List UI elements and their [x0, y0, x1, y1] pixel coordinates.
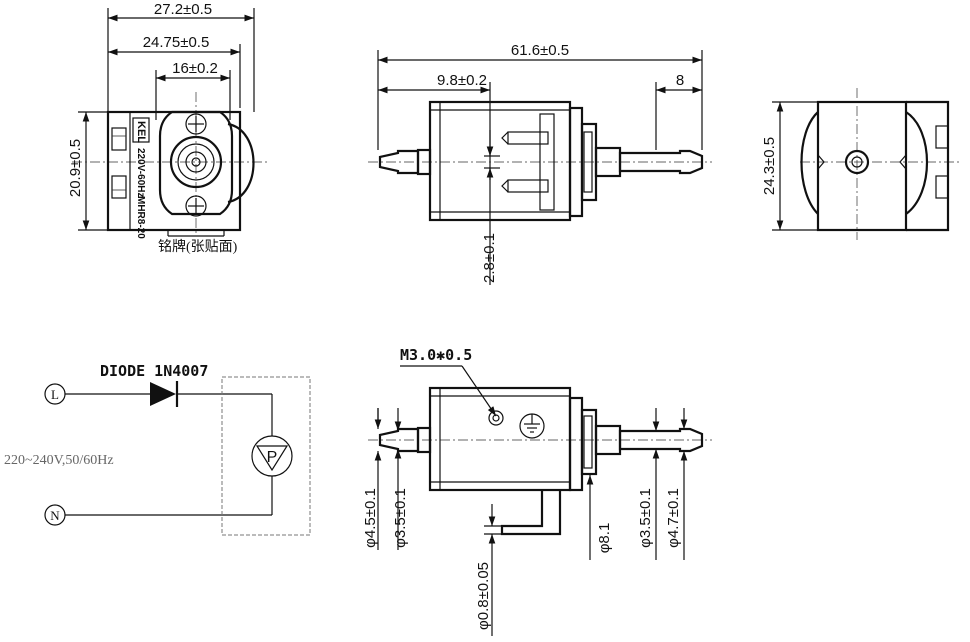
- terminal-l-label: L: [51, 387, 59, 402]
- dim-outlet-outer: φ4.7±0.1: [665, 488, 682, 548]
- dim-hole-spacing: 16±0.2: [172, 60, 218, 77]
- dim-pin: φ0.8±0.05: [475, 562, 492, 630]
- dim-height-left: 20.9±0.5: [67, 139, 84, 197]
- side-view: 61.6±0.5 9.8±0.2 8 2.8±0.1: [368, 42, 712, 285]
- dim-total-length: 61.6±0.5: [511, 42, 569, 59]
- terminal-n-label: N: [50, 508, 60, 523]
- dim-inlet-outer: φ4.5±0.1: [362, 488, 379, 548]
- dim-mount-width: 24.75±0.5: [143, 34, 210, 51]
- end-view: 24.3±0.5: [761, 88, 962, 240]
- dim-height-right: 24.3±0.5: [761, 137, 778, 195]
- dim-overall-width: 27.2±0.5: [154, 1, 212, 18]
- diode-label: DIODE 1N4007: [100, 362, 208, 380]
- pump-symbol-label: P: [267, 449, 278, 466]
- dim-collar: φ8.1: [596, 523, 613, 554]
- dim-outlet-inner: φ3.5±0.1: [637, 488, 654, 548]
- circuit-diagram: L N P DIODE 1N4007 220~240V,50/60Hz: [4, 362, 311, 536]
- label-model: MHR8-20: [135, 196, 146, 239]
- dim-terminal-thickness: 2.8±0.1: [481, 233, 498, 283]
- pump-symbol: [251, 435, 293, 477]
- dim-outlet-length: 8: [676, 72, 684, 89]
- diode-symbol: [150, 382, 176, 406]
- bottom-view: M3.0✱0.5 φ4.5±0.1 φ3.5±0.1: [362, 346, 712, 636]
- label-brand: KEL: [135, 121, 147, 143]
- dim-body-offset: 9.8±0.2: [437, 72, 487, 89]
- supply-label: 220~240V,50/60Hz: [4, 453, 114, 468]
- label-voltage: 220V-60Hz: [135, 148, 146, 197]
- nameplate-note: 铭牌(张贴面): [158, 238, 238, 255]
- dim-inlet-inner: φ3.5±0.1: [392, 488, 409, 548]
- top-left-view: 27.2±0.5 24.75±0.5 16±0.2 20.9±0.5 KEL 2…: [67, 1, 270, 255]
- thread-label: M3.0✱0.5: [400, 346, 472, 364]
